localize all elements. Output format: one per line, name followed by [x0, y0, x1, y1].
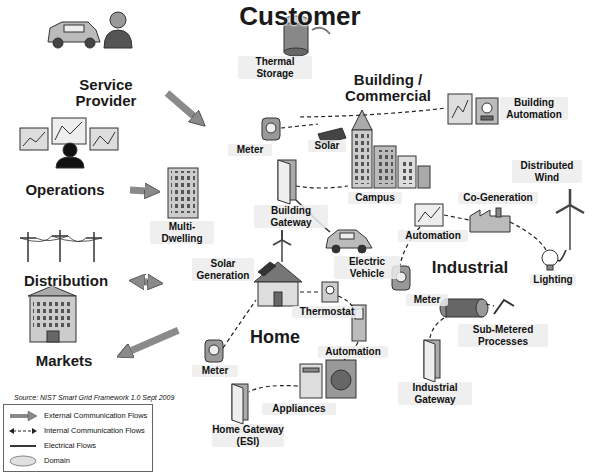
- legend-text: Electrical Flows: [44, 441, 96, 450]
- service-provider-icons: [48, 12, 132, 48]
- component-label: Thermal Storage: [238, 56, 312, 79]
- component-label: Automation: [318, 346, 388, 358]
- domain-label: Operations: [15, 182, 115, 199]
- label-slot: Home Gateway (ESI): [212, 424, 284, 447]
- label-slot: Building Automation: [500, 97, 568, 120]
- domain-label: Building / Commercial: [338, 72, 438, 105]
- component-label: Building Automation: [500, 97, 568, 120]
- markets-building: [28, 286, 76, 342]
- label-slot: Solar Generation: [192, 258, 254, 281]
- cloud-shape: [55, 62, 158, 124]
- label-slot: Lighting: [530, 274, 576, 286]
- domain-label: Industrial: [420, 259, 520, 278]
- component-label: Appliances: [262, 403, 336, 415]
- external-flow-arrow: [130, 330, 178, 351]
- domain-cloud: Markets: [5, 340, 123, 382]
- legend-text: External Communication Flows: [44, 411, 147, 420]
- label-slot: Thermostat: [292, 306, 362, 318]
- label-slot: Campus: [348, 192, 402, 204]
- legend-sample: [8, 455, 38, 467]
- component-label: Sub-Metered Processes: [458, 324, 548, 347]
- label-slot: Solar: [308, 140, 346, 152]
- component-label: Distributed Wind: [512, 160, 582, 183]
- meter-icons: [205, 118, 410, 362]
- label-slot: Building Gateway: [254, 205, 328, 228]
- electric-vehicle: [326, 230, 372, 253]
- cloud-shape: [404, 181, 590, 376]
- legend-text: Internal Communication Flows: [44, 426, 145, 435]
- electrical-flow-lines: [296, 200, 566, 261]
- cloud-shape: [15, 337, 113, 385]
- domain-cloud: Distribution: [5, 256, 135, 306]
- cloud-shape: [140, 58, 574, 423]
- legend-text: Domain: [44, 456, 70, 465]
- component-label: Co-Generation: [458, 192, 538, 204]
- label-slot: Automation: [398, 230, 468, 242]
- component-label: Lighting: [530, 274, 576, 286]
- legend-sample: [8, 425, 38, 437]
- domain-label: Service Provider: [60, 77, 152, 110]
- legend-sample: [8, 410, 38, 422]
- domain-label: Home: [235, 328, 315, 348]
- legend-row: Electrical Flows: [8, 438, 147, 453]
- external-flow-arrow: [167, 93, 194, 117]
- domain-cloud: Service Provider: [45, 62, 167, 124]
- domain-title: Customer: [200, 2, 400, 31]
- legend-row: External Communication Flows: [8, 408, 147, 423]
- label-slot: Multi-Dwelling: [150, 221, 214, 244]
- label-slot: Co-Generation: [458, 192, 538, 204]
- label-slot: Thermal Storage: [238, 56, 312, 79]
- internal-communication-lines: [223, 108, 546, 392]
- legend-sample: [8, 440, 38, 452]
- building-automation-panels: [448, 94, 498, 124]
- multi-dwelling-building: [168, 168, 198, 218]
- operations-icons: [20, 118, 118, 168]
- legend-row: Internal Communication Flows: [8, 423, 147, 438]
- external-flow-arrow: [143, 278, 149, 286]
- label-slot: Meter: [228, 144, 272, 156]
- label-slot: Source: NIST Smart Grid Framework 1.0 Se…: [14, 394, 204, 402]
- label-slot: Industrial Gateway: [398, 382, 472, 405]
- legend-row: Domain: [8, 453, 147, 468]
- external-flow-arrow: [130, 187, 146, 195]
- component-label: Solar Generation: [192, 258, 254, 281]
- component-label: Meter: [228, 144, 272, 156]
- label-slot: Meter: [192, 365, 238, 377]
- label-slot: Meter: [406, 294, 448, 306]
- label-slot: Distributed Wind: [512, 160, 582, 183]
- component-label: Campus: [348, 192, 402, 204]
- component-label: Home Gateway (ESI): [212, 424, 284, 447]
- component-label: Multi-Dwelling: [150, 221, 214, 244]
- component-label: Building Gateway: [254, 205, 328, 228]
- domain-cloud: Operations: [5, 166, 130, 214]
- label-slot: Appliances: [262, 403, 336, 415]
- component-label: Solar: [308, 140, 346, 152]
- label-slot: Automation: [318, 346, 388, 358]
- label-slot: Sub-Metered Processes: [458, 324, 548, 347]
- legend-box: External Communication FlowsInternal Com…: [3, 404, 153, 472]
- component-label: Automation: [398, 230, 468, 242]
- source-note: Source: NIST Smart Grid Framework 1.0 Se…: [14, 394, 204, 402]
- component-label: Industrial Gateway: [398, 382, 472, 405]
- cloud-shape: [205, 256, 403, 427]
- domain-label: Distribution: [14, 273, 118, 290]
- cloud-shape: [15, 163, 119, 216]
- distribution-poles: [20, 230, 102, 262]
- component-label: Thermostat: [292, 306, 362, 318]
- component-label: Electric Vehicle: [334, 256, 400, 279]
- label-slot: Electric Vehicle: [334, 256, 400, 279]
- component-label: Meter: [406, 294, 448, 306]
- domain-label: Markets: [19, 353, 109, 370]
- component-label: Meter: [192, 365, 238, 377]
